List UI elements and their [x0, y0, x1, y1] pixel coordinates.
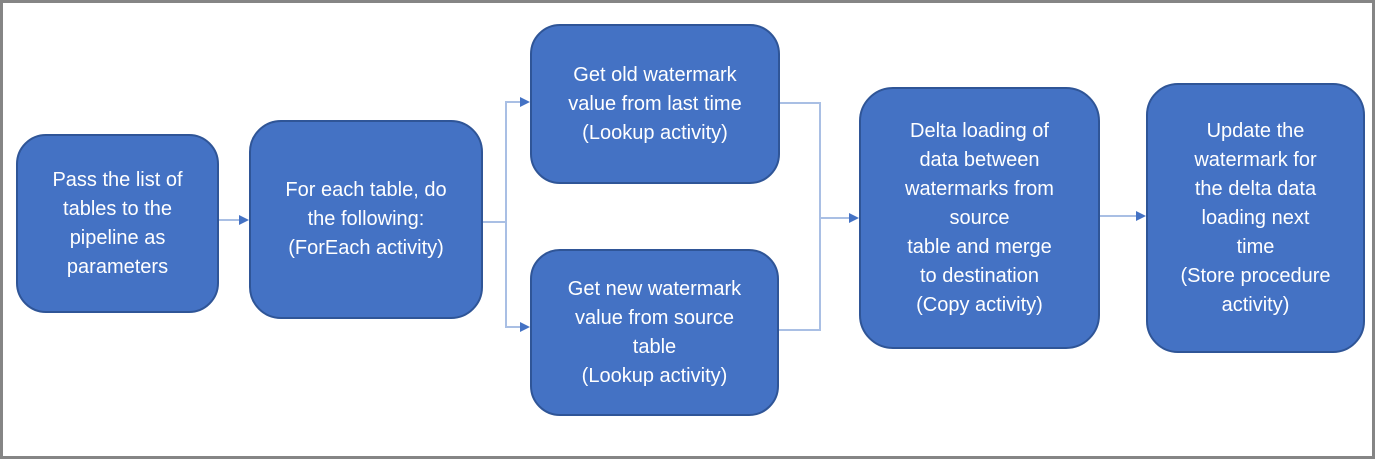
node-delta-loading: Delta loading of data between watermarks… — [859, 87, 1100, 349]
node-get-old-watermark: Get old watermark value from last time (… — [530, 24, 780, 184]
edge-line-pass-to-foreach — [219, 219, 241, 221]
edge-line-new-watermark-stub — [779, 329, 821, 331]
node-foreach-table: For each table, do the following: (ForEa… — [249, 120, 483, 319]
edge-line-merge-vertical — [819, 102, 821, 330]
arrowhead-icon-to-new-watermark — [520, 322, 530, 332]
arrowhead-icon-to-delta-loading — [849, 213, 859, 223]
arrowhead-icon-pass-to-foreach — [239, 215, 249, 225]
arrowhead-icon-delta-to-update — [1136, 211, 1146, 221]
node-update-watermark: Update the watermark for the delta data … — [1146, 83, 1365, 353]
edge-line-to-new-watermark — [506, 326, 521, 328]
node-get-new-watermark: Get new watermark value from source tabl… — [530, 249, 779, 416]
node-pass-list-of-tables: Pass the list of tables to the pipeline … — [16, 134, 219, 313]
edge-line-delta-to-update — [1100, 215, 1137, 217]
edge-line-old-watermark-stub — [780, 102, 821, 104]
arrowhead-icon-to-old-watermark — [520, 97, 530, 107]
edge-line-foreach-stub — [483, 221, 507, 223]
edge-line-to-delta-loading — [820, 217, 850, 219]
edge-line-to-old-watermark — [506, 101, 521, 103]
edge-line-branch-vertical — [505, 101, 507, 328]
